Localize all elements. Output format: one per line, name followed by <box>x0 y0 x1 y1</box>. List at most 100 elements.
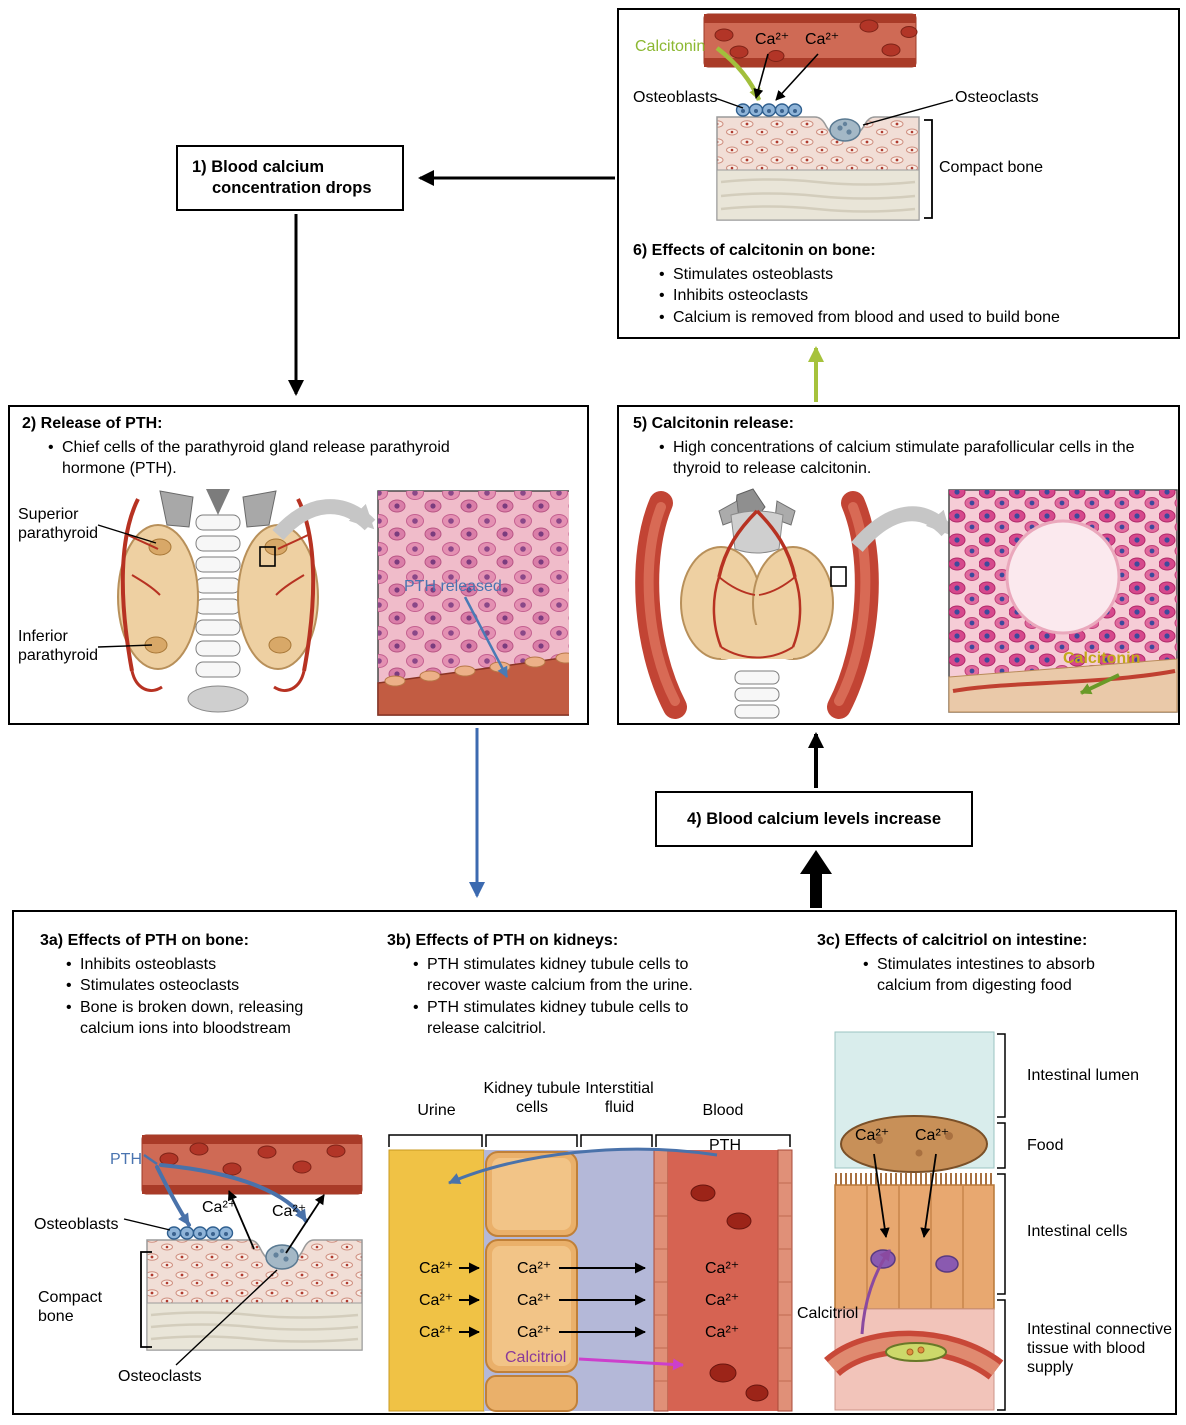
bullet-item: Stimulates intestines to absorb calcium … <box>863 954 1128 997</box>
food-bracket <box>997 1122 1006 1169</box>
bullet-text: PTH stimulates kidney tubule cells to re… <box>427 998 689 1038</box>
label-pth-released: PTH released <box>404 578 502 595</box>
label-ca-2: Ca²⁺ <box>915 1127 950 1144</box>
bullet-text: Bone is broken down, releasing calcium i… <box>80 998 304 1038</box>
label-osteoblasts: Osteoblasts <box>34 1216 119 1233</box>
superior-leader-line <box>97 524 157 544</box>
intestine-illustration <box>824 1031 1006 1411</box>
label-calcitriol: Calcitriol <box>505 1349 567 1366</box>
calcitonin-release-arrow <box>1080 673 1120 695</box>
tubule-cells <box>485 1151 578 1412</box>
parathyroid-illustration <box>97 489 569 716</box>
step6-text: 6) Effects of calcitonin on bone: Stimul… <box>633 242 1168 328</box>
ca-urine-2: Ca²⁺ <box>419 1292 454 1309</box>
bullet-text: Inhibits osteoblasts <box>80 956 217 973</box>
label-osteoclasts: Osteoclasts <box>955 89 1039 106</box>
ca-urine-3: Ca²⁺ <box>419 1324 454 1341</box>
ca-urine-1: Ca²⁺ <box>419 1260 454 1277</box>
capillary <box>885 1342 947 1362</box>
bullet-item: Chief cells of the parathyroid gland rel… <box>48 437 514 480</box>
ca-into-bone-arrow <box>753 53 769 99</box>
red-blood-cell <box>726 1212 752 1230</box>
bullet-item: PTH stimulates kidney tubule cells to re… <box>413 997 723 1040</box>
osteoblast-cells <box>166 1226 234 1240</box>
step3a-title: 3a) Effects of PTH on bone: <box>40 932 249 949</box>
pth-released-arrow <box>463 596 509 678</box>
ca-tubule-2: Ca²⁺ <box>517 1292 552 1309</box>
intestinal-cells-region <box>834 1184 995 1310</box>
magnify-arrow <box>272 499 376 541</box>
step2-text: 2) Release of PTH: Chief cells of the pa… <box>22 415 567 480</box>
label-ca-right: Ca²⁺ <box>272 1203 307 1220</box>
cells-bracket <box>997 1173 1006 1295</box>
calcitonin-release-illustration <box>635 488 1178 719</box>
step4-label: 4) Blood calcium levels increase <box>686 809 942 828</box>
compact-bone-bracket <box>924 119 933 219</box>
ca-absorb-arrow <box>920 1153 937 1238</box>
step6-title: 6) Effects of calcitonin on bone: <box>633 242 876 259</box>
osteoclast-cell <box>265 1244 299 1270</box>
step3c-title: 3c) Effects of calcitriol on intestine: <box>817 932 1088 949</box>
col-label-blood: Blood <box>702 1102 744 1119</box>
bullet-text: High concentrations of calcium stimulate… <box>673 439 1135 478</box>
label-pth: PTH <box>110 1151 142 1168</box>
label-osteoclasts: Osteoclasts <box>118 1368 202 1385</box>
compact-bone-layers <box>146 1239 363 1351</box>
ca-tubule-1: Ca²⁺ <box>517 1260 552 1277</box>
col-label-interstitial: Interstitial fluid <box>585 1080 654 1117</box>
label-intestinal-cells: Intestinal cells <box>1027 1223 1128 1240</box>
pth-bone-illustration <box>123 1134 363 1366</box>
bullet-item: Bone is broken down, releasing calcium i… <box>66 997 331 1040</box>
ca-into-blood-arrow <box>227 1190 255 1250</box>
thyroid-anterior-drawing <box>635 488 879 719</box>
bullet-item: Stimulates osteoclasts <box>66 975 331 996</box>
ca-blood-2: Ca²⁺ <box>705 1292 740 1309</box>
urine-column <box>388 1149 485 1412</box>
bullet-text: Stimulates intestines to absorb calcium … <box>877 956 1095 995</box>
urine-bracket <box>388 1134 483 1147</box>
pth-action-arrow <box>159 1163 308 1223</box>
label-calcitriol: Calcitriol <box>797 1305 859 1322</box>
thyroid-posterior-drawing <box>117 489 319 713</box>
bullet-text: Stimulates osteoblasts <box>673 266 834 283</box>
interstitial-column <box>579 1150 654 1411</box>
calcitriol-arrow <box>578 1357 684 1371</box>
osteoblast-cells <box>735 103 803 117</box>
ca-blood-3: Ca²⁺ <box>705 1324 740 1341</box>
osteoblasts-leader-line <box>123 1218 171 1231</box>
zoom-region-outline <box>259 546 276 567</box>
blood-column <box>653 1149 793 1412</box>
kidney-tubule-illustration <box>388 1134 793 1412</box>
blood-vessel <box>141 1134 363 1195</box>
osteoclasts-leader-line <box>862 99 954 126</box>
inferior-leader-line <box>97 644 153 648</box>
bullet-item: Stimulates osteoblasts <box>659 264 1168 285</box>
label-compact-bone: Compact bone <box>38 1289 103 1326</box>
label-ca-1: Ca²⁺ <box>755 31 790 48</box>
step1-label: 1) Blood calcium concentration drops <box>192 158 372 197</box>
col-label-tubule: Kidney tubule cells <box>483 1080 581 1117</box>
bullet-item: Calcium is removed from blood and used t… <box>659 307 1168 328</box>
label-calcitonin: Calcitonin <box>635 38 706 55</box>
cell-nucleus <box>935 1255 959 1273</box>
label-food: Food <box>1027 1137 1064 1154</box>
tubule-bracket <box>485 1134 578 1147</box>
magnify-arrow <box>851 506 953 552</box>
red-blood-cell <box>709 1363 737 1383</box>
label-calcitonin-micrograph: Calcitonin <box>1063 650 1141 667</box>
ca-tubule-3: Ca²⁺ <box>517 1324 552 1341</box>
lumen-bracket <box>997 1033 1006 1118</box>
red-blood-cell <box>690 1184 716 1202</box>
bullet-text: Stimulates osteoclasts <box>80 977 240 995</box>
step2-title: 2) Release of PTH: <box>22 415 163 432</box>
compact-bone-bracket <box>140 1251 152 1348</box>
osteoclast-cell <box>829 118 861 142</box>
osteoblasts-leader-line <box>714 97 744 109</box>
connective-bracket <box>997 1299 1006 1411</box>
bullet-item: PTH stimulates kidney tubule cells to re… <box>413 954 723 997</box>
pth-to-tubule-arrow <box>448 1147 718 1185</box>
ca-into-bone-arrow <box>775 53 819 101</box>
bullet-text: Calcium is removed from blood and used t… <box>673 308 1060 326</box>
step3a-text: 3a) Effects of PTH on bone: Inhibits ost… <box>40 932 375 1040</box>
